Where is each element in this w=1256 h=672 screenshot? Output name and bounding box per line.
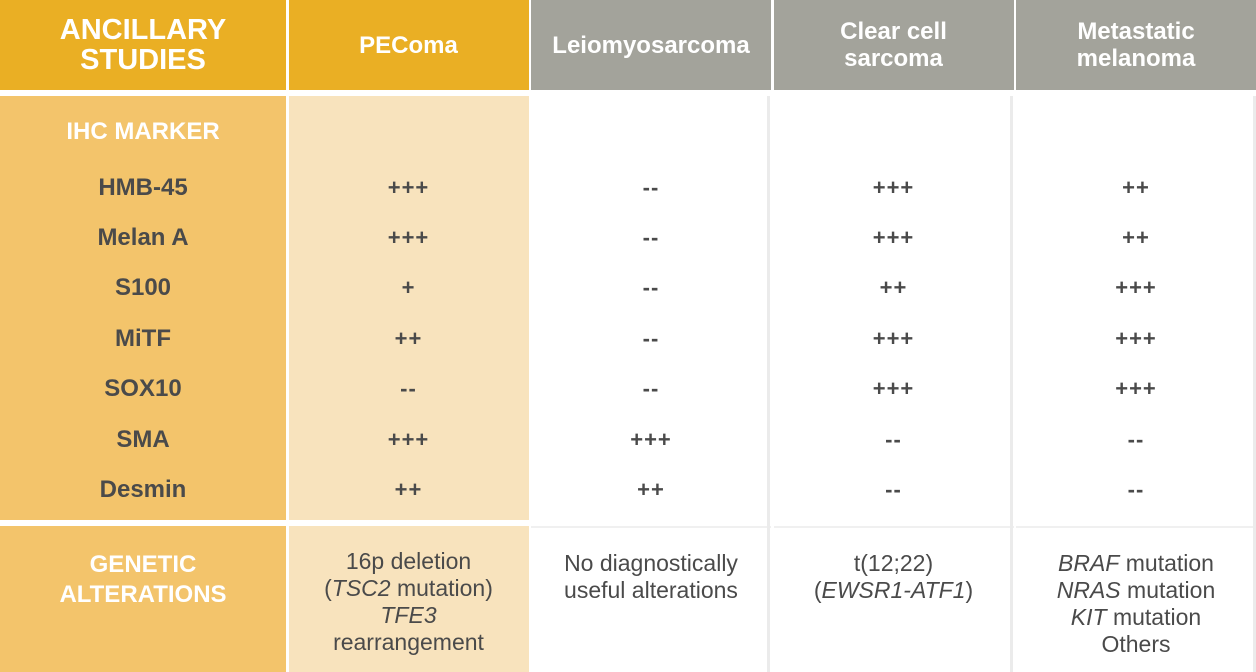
clear-cell-melan-a-value: +++ [872,225,915,250]
melanoma-genetic-cell: BRAF mutation NRAS mutation KIT mutation… [1016,526,1256,672]
column-divider [1253,96,1256,672]
pecoma-genetic-line4: rearrangement [333,629,484,655]
leiomyosarcoma-genetic-line1: No diagnostically [564,550,738,576]
column-divider [1010,96,1013,672]
melanoma-genetic-others: Others [1101,631,1171,657]
clear-cell-genetic-cell: t(12;22) (EWSR1-ATF1) [773,526,1014,672]
column-divider [767,96,770,672]
clear-cell-genetic-ewsr1-atf1: EWSR1-ATF1 [821,577,966,603]
pecoma-genetic-cell: 16p deletion (TSC2 mutation) TFE3 rearra… [288,526,529,672]
melanoma-melan-a-value: ++ [1122,225,1150,250]
leiomyosarcoma-sma-value: +++ [630,427,672,452]
marker-label-desmin: Desmin [99,476,187,503]
melanoma-mitf-value: +++ [1115,326,1157,351]
clear-cell-sma-value: -- [885,427,902,452]
pecoma-hmb45-value: +++ [387,175,430,200]
clear-cell-ihc-column: +++ +++ ++ +++ +++ -- -- [773,96,1014,520]
header-ancillary-studies: ANCILLARY STUDIES [0,0,286,90]
melanoma-ihc-column: ++ ++ +++ +++ +++ -- -- [1016,96,1256,520]
melanoma-desmin-value: -- [1127,477,1145,502]
clear-cell-desmin-value: -- [885,477,902,502]
pecoma-genetic-tsc2: TSC2 [331,575,391,601]
clear-cell-genetic-close-paren: ) [965,577,974,603]
ihc-marker-column: IHC MARKER HMB-45 Melan A S100 MiTF SOX1… [0,96,286,520]
melanoma-s100-value: +++ [1115,275,1157,300]
leiomyosarcoma-sox10-value: -- [642,376,660,401]
melanoma-genetic-braf-line: BRAF mutation [1058,550,1214,577]
header-leiomyosarcoma: Leiomyosarcoma [531,0,771,90]
genetic-title-line2: ALTERATIONS [59,581,227,608]
pecoma-sox10-value: -- [400,376,417,401]
pecoma-s100-value: + [401,275,416,300]
header-metastatic-line2: melanoma [1076,45,1196,72]
melanoma-genetic-braf: BRAF [1058,550,1120,576]
clear-cell-genetic-line1: t(12;22) [853,550,934,576]
pecoma-desmin-value: ++ [394,477,423,502]
melanoma-genetic-nras: NRAS [1056,577,1121,603]
clear-cell-hmb45-value: +++ [872,175,915,200]
header-ancillary-line2: STUDIES [80,44,206,76]
header-clear-cell-sarcoma: Clear cell sarcoma [773,0,1014,90]
header-clear-cell-line1: Clear cell [840,18,947,45]
leiomyosarcoma-melan-a-value: -- [642,225,660,250]
clear-cell-genetic-line2: (EWSR1-ATF1) [814,577,973,604]
leiomyosarcoma-genetic-line2: useful alterations [564,577,738,603]
leiomyosarcoma-mitf-value: -- [642,326,660,351]
pecoma-genetic-line2: (TSC2 mutation) [324,575,493,602]
melanoma-sma-value: -- [1127,427,1145,452]
marker-label-s100: S100 [114,274,172,301]
genetic-title-line1: GENETIC [89,551,197,578]
melanoma-hmb45-value: ++ [1122,175,1150,200]
header-pecoma-label: PEComa [359,31,458,59]
melanoma-genetic-nras-mutation: mutation [1120,577,1216,603]
melanoma-genetic-kit-mutation: mutation [1106,604,1202,630]
leiomyosarcoma-ihc-column: -- -- -- -- -- +++ ++ [531,96,771,520]
melanoma-genetic-kit: KIT [1070,604,1107,630]
pecoma-melan-a-value: +++ [387,225,430,250]
melanoma-genetic-kit-line: KIT mutation [1071,604,1201,631]
leiomyosarcoma-genetic-cell: No diagnostically useful alterations [531,526,771,672]
melanoma-genetic-nras-line: NRAS mutation [1057,577,1216,604]
marker-label-melan-a: Melan A [97,224,189,251]
pecoma-genetic-line1: 16p deletion [345,548,472,574]
header-clear-cell-line2: sarcoma [844,45,943,72]
clear-cell-sox10-value: +++ [872,376,915,401]
pecoma-genetic-tfe3: TFE3 [380,602,437,628]
header-metastatic-melanoma: Metastatic melanoma [1016,0,1256,90]
pecoma-genetic-mutation: mutation) [390,575,493,601]
marker-label-hmb45: HMB-45 [98,174,188,201]
melanoma-sox10-value: +++ [1115,376,1157,401]
leiomyosarcoma-s100-value: -- [642,275,660,300]
header-leiomyosarcoma-label: Leiomyosarcoma [552,31,750,59]
clear-cell-genetic-open-paren: ( [813,577,822,603]
header-pecoma: PEComa [288,0,529,90]
ihc-marker-title: IHC MARKER [66,118,220,145]
header-metastatic-line1: Metastatic [1077,18,1195,45]
pecoma-sma-value: +++ [387,427,430,452]
marker-label-sma: SMA [116,426,170,453]
header-ancillary-line1: ANCILLARY [59,14,227,46]
leiomyosarcoma-desmin-value: ++ [637,477,665,502]
marker-label-mitf: MiTF [115,325,171,352]
genetic-alterations-title: GENETIC ALTERATIONS [0,526,286,672]
pecoma-genetic-open-paren: ( [324,575,332,601]
melanoma-genetic-braf-mutation: mutation [1119,550,1214,576]
clear-cell-mitf-value: +++ [872,326,915,351]
leiomyosarcoma-hmb45-value: -- [642,175,660,200]
pecoma-mitf-value: ++ [394,326,423,351]
clear-cell-s100-value: ++ [879,275,908,300]
marker-label-sox10: SOX10 [104,375,182,402]
pecoma-ihc-column: +++ +++ + ++ -- +++ ++ [288,96,529,520]
